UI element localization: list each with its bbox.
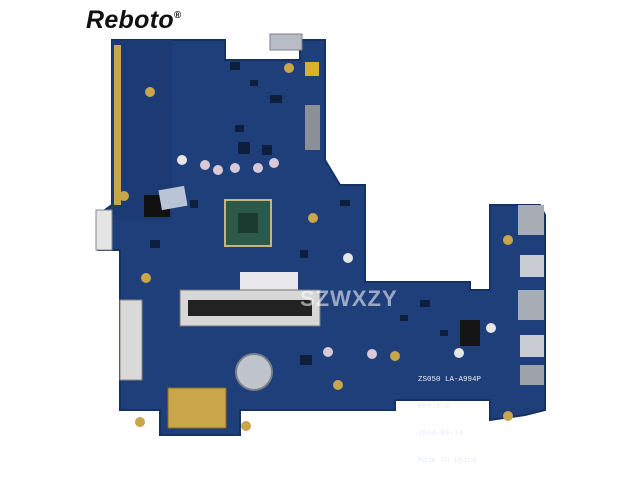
brand-name: Reboto [86,6,174,34]
silk-origin: Made In China [418,457,477,465]
silk-model: ZS050 LA-A994P [418,376,482,384]
side-connector [305,105,320,150]
mount-hole [141,273,151,283]
mount-hole [486,323,496,333]
port-usb-2 [520,335,544,357]
capacitor [323,347,333,357]
chip-silver-tag [158,185,188,211]
mount-hole [390,351,400,361]
bottom-connector [167,387,227,429]
mount-hole [241,421,251,431]
sata-connector-1 [95,209,113,251]
gold-edge-connector [114,45,121,205]
mount-hole [119,191,129,201]
port-usb-1 [520,255,544,277]
cmos-battery [235,353,273,391]
brand-logo: Reboto® [86,6,182,35]
top-connector [269,33,303,51]
silk-rev: Rev:2.0 [418,403,450,411]
chip-label [240,272,298,290]
sata-connector-2 [119,299,143,381]
mount-hole [503,235,513,245]
watermark-text: SZWXZY [300,286,398,311]
smd-components [150,62,448,365]
mount-hole [177,155,187,165]
capacitor [253,163,263,173]
capacitor [200,160,210,170]
capacitor [367,349,377,359]
audio-jack-yellow [305,62,319,76]
chip-right [460,320,480,346]
port-vga [518,205,544,235]
pcb-board [97,39,546,436]
mount-hole [135,417,145,427]
capacitor [213,165,223,175]
cpu-die [238,213,258,233]
capacitor [269,158,279,168]
mount-hole [308,213,318,223]
mount-hole [454,348,464,358]
mount-hole [145,87,155,97]
ram-slot-inner [188,300,312,316]
port-lan [518,290,544,320]
mount-hole [284,63,294,73]
silk-date: 2014-03-13 [418,430,464,438]
silkscreen-text: ZS050 LA-A994P Rev:2.0 2014-03-13 Made I… [418,358,481,475]
mount-hole [333,380,343,390]
capacitor [230,163,240,173]
mount-hole [343,253,353,263]
mount-hole [503,411,513,421]
port-audio [520,365,544,385]
registered-mark: ® [173,10,182,21]
